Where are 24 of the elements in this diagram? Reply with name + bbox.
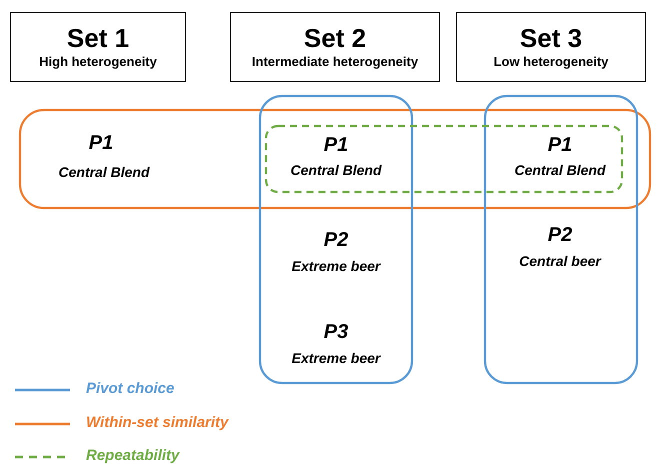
- product-label: Extreme beer: [292, 258, 380, 274]
- set-title: Set 3: [520, 23, 582, 53]
- product-label: Central Blend: [290, 162, 382, 178]
- legend-text: Within-set similarity: [86, 414, 228, 431]
- position-label: P1: [548, 134, 572, 157]
- position-label: P1: [324, 134, 348, 157]
- position-label: P3: [324, 321, 348, 344]
- product-label: Central Blend: [514, 162, 606, 178]
- position-label: P2: [324, 229, 348, 252]
- set-header-box: [456, 12, 646, 82]
- set-title: Set 2: [304, 23, 366, 53]
- set-subtitle: Low heterogeneity: [494, 53, 608, 71]
- set-header-box: [230, 12, 440, 82]
- position-label: P2: [548, 224, 572, 247]
- set-subtitle: Intermediate heterogeneity: [252, 53, 418, 71]
- set-title: Set 1: [66, 23, 130, 53]
- product-label: Extreme beer: [292, 350, 380, 366]
- set-header-box: [10, 12, 186, 82]
- product-label: Central beer: [519, 253, 601, 269]
- legend-text: Repeatability: [86, 447, 180, 464]
- position-label: P1: [88, 132, 114, 155]
- legend-text: Pivot choice: [86, 380, 174, 397]
- product-label: Central Blend: [58, 164, 150, 180]
- set-subtitle: High heterogeneity: [39, 53, 157, 71]
